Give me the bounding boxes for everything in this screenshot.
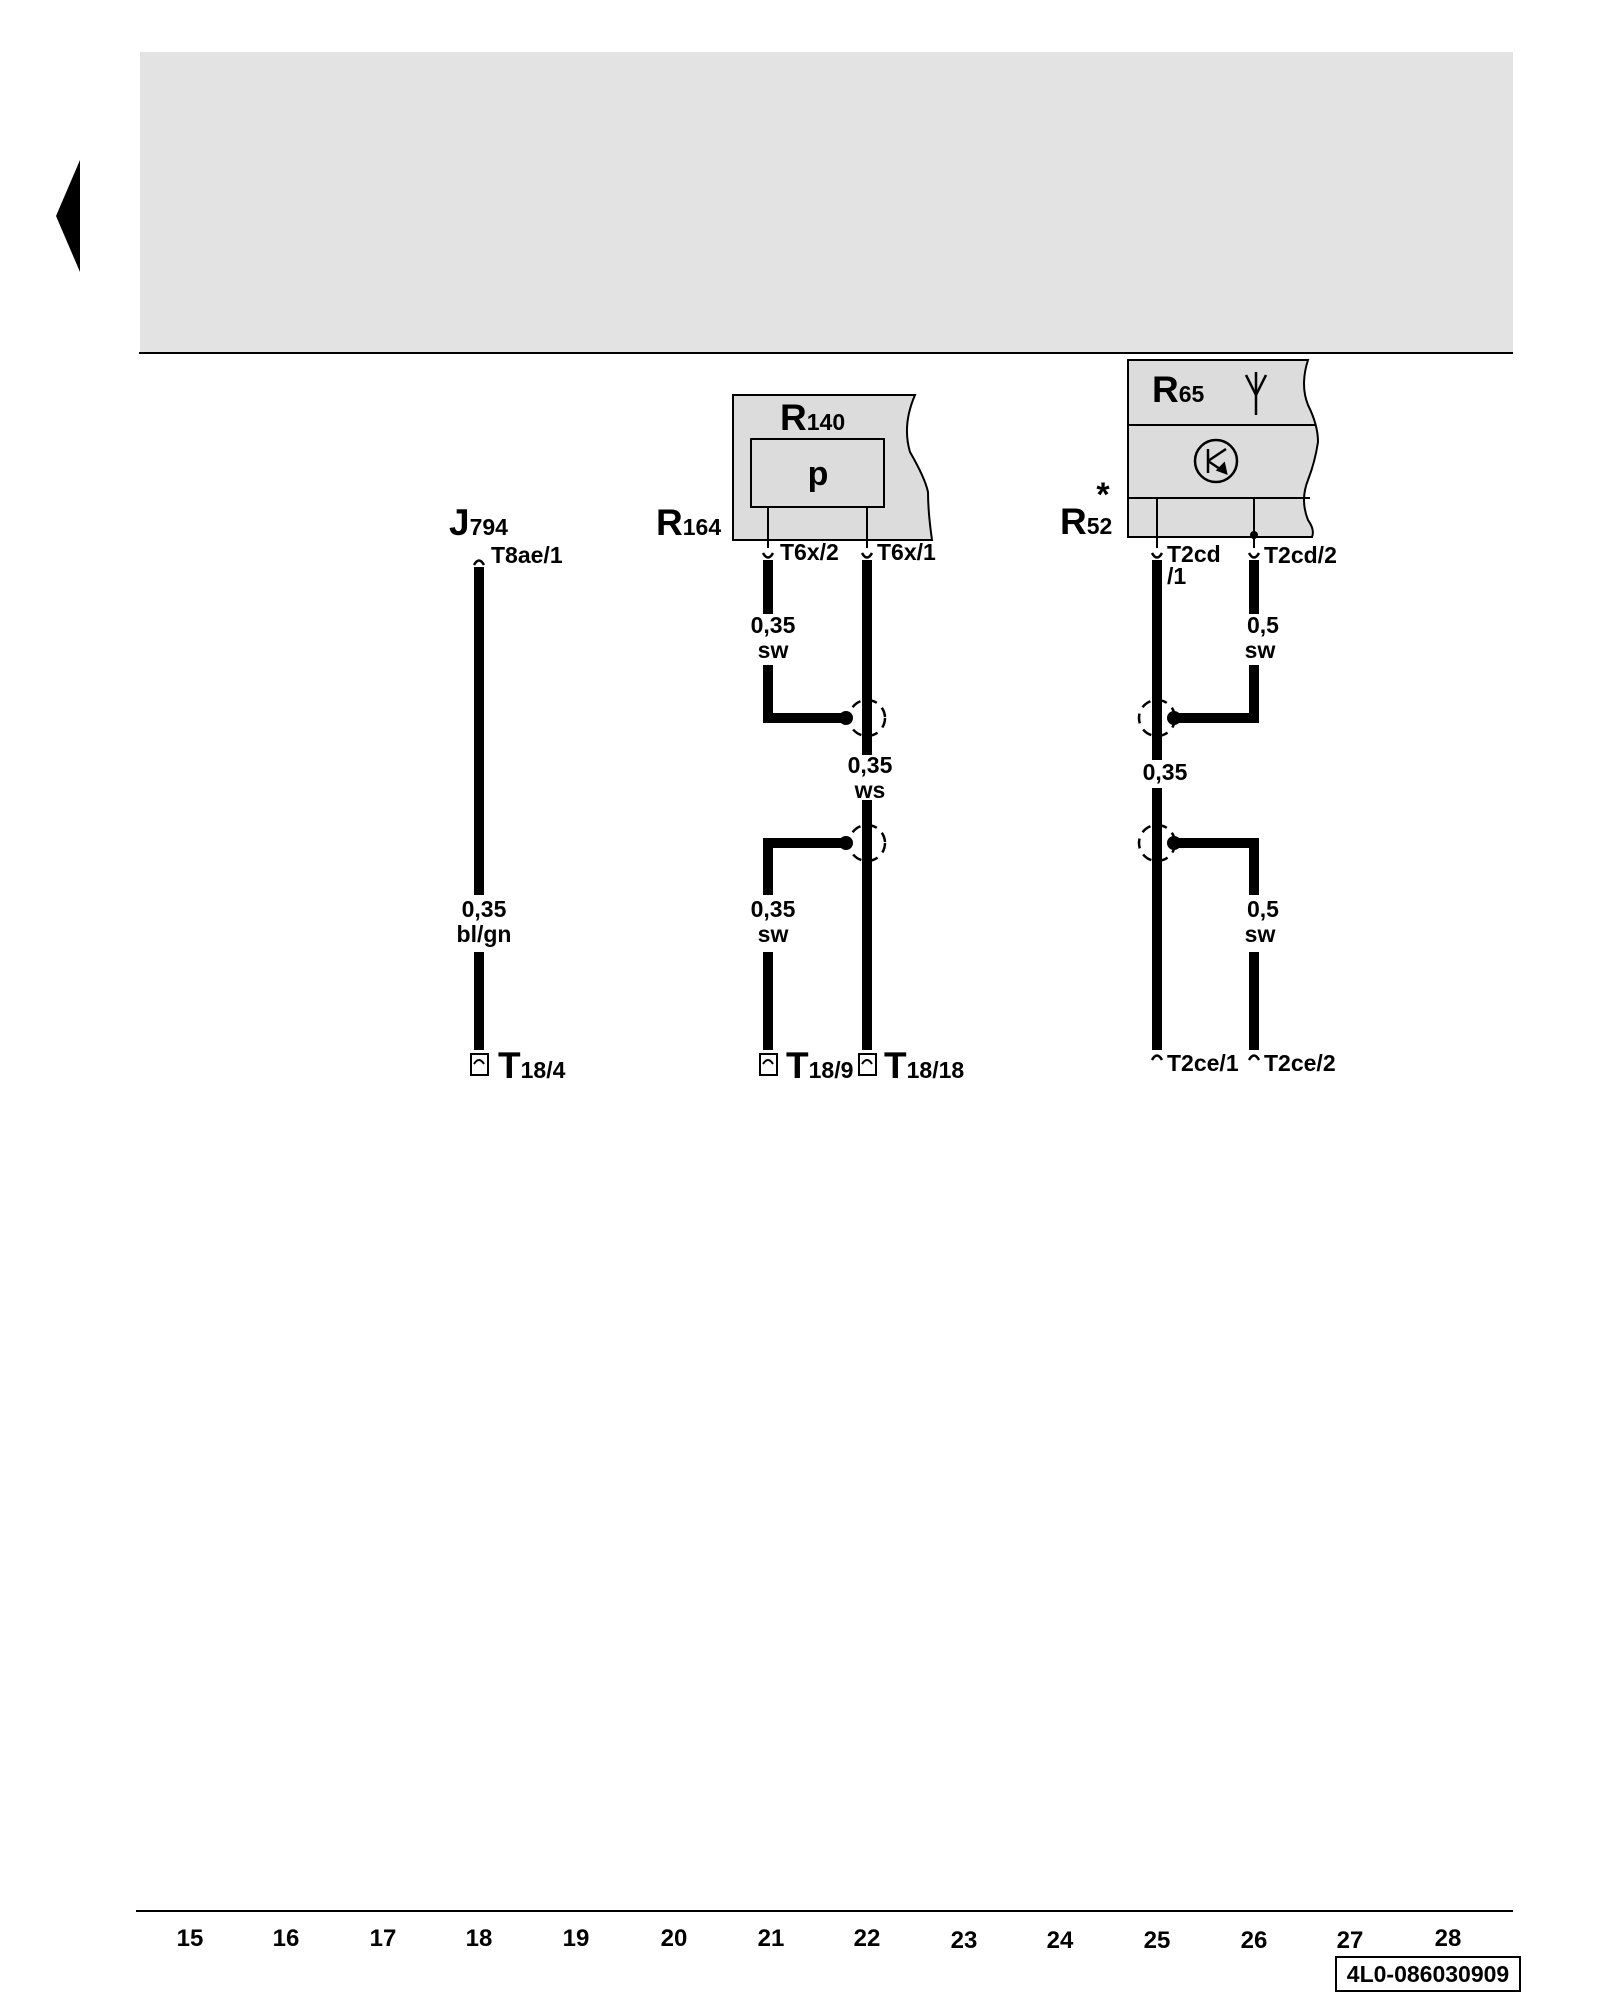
terminal-t18-4-icon bbox=[470, 1053, 489, 1076]
r164-inner-box bbox=[750, 438, 885, 508]
r52-label: R52 bbox=[1060, 501, 1112, 542]
shield-symbols bbox=[847, 698, 1177, 863]
connector-t18-9: T18/9 bbox=[786, 1045, 853, 1086]
connector-t18-4: T18/4 bbox=[498, 1045, 566, 1086]
column-number: 22 bbox=[854, 1925, 881, 1952]
r52-junction-dot bbox=[1250, 531, 1258, 539]
connector-hooks bbox=[1150, 1054, 1261, 1061]
r52-pin-left-b: /1 bbox=[1167, 563, 1186, 589]
connector-t2ce-2: T2ce/2 bbox=[1264, 1050, 1336, 1076]
column-number: 16 bbox=[273, 1925, 300, 1952]
shield-icon bbox=[847, 698, 887, 738]
r65-label: R65 bbox=[1152, 369, 1205, 410]
column-number: 18 bbox=[466, 1925, 493, 1952]
shield-icon bbox=[847, 823, 887, 863]
column-numbers: 15 16 17 18 19 20 21 22 23 24 25 26 27 2… bbox=[177, 1925, 1462, 1954]
terminal-t18-18-icon bbox=[858, 1053, 877, 1076]
r140-p-symbol: p bbox=[808, 455, 829, 493]
wire-col21-top-color: sw bbox=[758, 637, 789, 663]
previous-page-icon[interactable] bbox=[56, 160, 80, 272]
camera-sensor-icon bbox=[1193, 438, 1239, 484]
wire-col25-size: 0,35 bbox=[1143, 759, 1188, 785]
wire-col26-top-lower bbox=[1174, 665, 1259, 723]
r140-label: R140 bbox=[780, 397, 845, 438]
column-number: 28 bbox=[1435, 1925, 1462, 1952]
connector-t2ce-1: T2ce/1 bbox=[1167, 1050, 1239, 1076]
antenna-icon bbox=[1244, 372, 1268, 415]
column-number: 23 bbox=[951, 1927, 978, 1954]
r52-pin-right: T2cd/2 bbox=[1264, 542, 1337, 568]
wire-col26-top-size: 0,5 bbox=[1247, 612, 1279, 638]
pin-hooks bbox=[472, 552, 1261, 566]
wires bbox=[474, 560, 1259, 1050]
shield-icon bbox=[1137, 698, 1177, 738]
wire-col26-bottom-upper bbox=[1174, 838, 1259, 895]
wire-col21-bottom-color: sw bbox=[758, 921, 789, 947]
column-number: 19 bbox=[563, 1925, 590, 1952]
column-number: 26 bbox=[1241, 1927, 1268, 1954]
reference-box bbox=[1335, 1956, 1521, 1992]
wire-col26-top-color: sw bbox=[1245, 637, 1276, 663]
wire-col21-top-lower bbox=[763, 665, 846, 723]
column-number: 20 bbox=[661, 1925, 688, 1952]
header-band bbox=[140, 52, 1513, 353]
column-number: 15 bbox=[177, 1925, 204, 1952]
connector-t18-18: T18/18 bbox=[884, 1045, 964, 1086]
column-number: 17 bbox=[370, 1925, 397, 1952]
r164-label: R164 bbox=[656, 502, 721, 543]
wire-col26-bottom-size: 0,5 bbox=[1247, 896, 1279, 922]
j794-pin-label: T8ae/1 bbox=[491, 542, 563, 568]
column-number: 27 bbox=[1337, 1927, 1364, 1954]
wire-col21-bottom-upper bbox=[763, 838, 846, 895]
reference-number: 4L0-086030909 bbox=[1347, 1961, 1509, 1987]
column-number: 25 bbox=[1144, 1927, 1171, 1954]
column-number: 21 bbox=[758, 1925, 785, 1952]
terminal-t18-9-icon bbox=[759, 1053, 778, 1076]
shield-icon bbox=[1137, 823, 1177, 863]
j794-label: J794 bbox=[449, 502, 508, 543]
wire-col22-color: ws bbox=[854, 777, 886, 803]
r52-asterisk: * bbox=[1096, 476, 1110, 514]
wire-col18-color: bl/gn bbox=[457, 921, 512, 947]
connector-terminals bbox=[470, 1053, 877, 1076]
wire-col21-top-size: 0,35 bbox=[751, 612, 796, 638]
shield-junction-dots bbox=[839, 711, 1181, 850]
r164-pin-left: T6x/2 bbox=[780, 539, 839, 565]
wire-col18-size: 0,35 bbox=[462, 896, 507, 922]
column-number: 24 bbox=[1047, 1927, 1074, 1954]
r164-pin-right: T6x/1 bbox=[877, 539, 936, 565]
r52-pin-left-a: T2cd bbox=[1167, 541, 1221, 567]
wire-col21-bottom-size: 0,35 bbox=[751, 896, 796, 922]
wire-col26-bottom-color: sw bbox=[1245, 921, 1276, 947]
wire-col22-size: 0,35 bbox=[848, 752, 893, 778]
r65-component-box bbox=[1127, 359, 1320, 538]
